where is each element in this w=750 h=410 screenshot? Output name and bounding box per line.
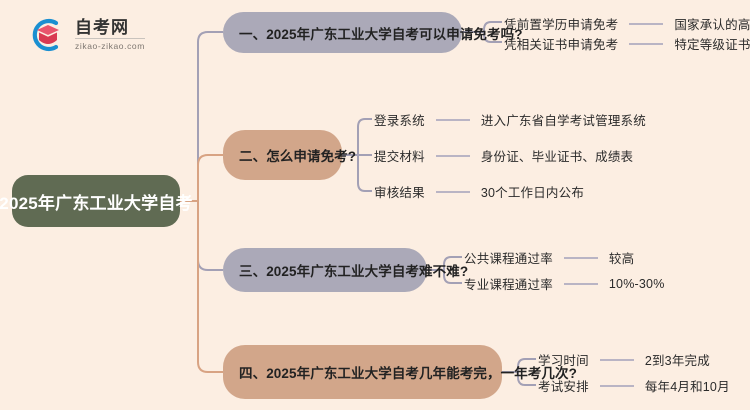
logo-name-en: zikao-zikao.com (75, 41, 145, 52)
sub-item-2-2-dash (435, 154, 470, 157)
sub-item-2-3-dash (435, 190, 470, 193)
sub-item-2-2[interactable]: 提交材料 身份证、毕业证书、成绩表 (374, 146, 633, 165)
sub-item-1-1[interactable]: 凭前置学历申请免考 国家承认的高等院校学历 (504, 14, 750, 33)
sub-item-4-1-value: 2到3年完成 (644, 354, 710, 368)
sub-item-3-1[interactable]: 公共课程通过率 较高 (464, 248, 634, 267)
sub-item-2-3-value: 30个工作日内公布 (480, 186, 585, 200)
sub-item-2-1[interactable]: 登录系统 进入广东省自学考试管理系统 (374, 110, 646, 129)
logo-text-block: 自考网 zikao-zikao.com (75, 19, 145, 51)
branch-node-1-label: 一、2025年广东工业大学自考可以申请免考吗? (239, 26, 523, 42)
sub-item-2-1-value: 进入广东省自学考试管理系统 (480, 114, 646, 128)
sub-item-3-2[interactable]: 专业课程通过率 10%-30% (464, 274, 665, 293)
sub-item-3-1-value: 较高 (608, 252, 635, 266)
sub-item-3-1-dash (563, 256, 598, 259)
sub-item-2-1-key: 登录系统 (374, 114, 425, 128)
sub-item-2-1-dash (435, 118, 470, 121)
sub-item-3-1-key: 公共课程通过率 (464, 252, 553, 266)
sub-item-2-2-key: 提交材料 (374, 150, 425, 164)
branch-node-1[interactable]: 一、2025年广东工业大学自考可以申请免考吗? (223, 12, 522, 53)
sub-item-4-2-key: 考试安排 (538, 380, 589, 394)
sub-item-1-2-value: 特定等级证书 (674, 38, 750, 52)
branch-node-3-label: 三、2025年广东工业大学自考难不难? (239, 264, 469, 279)
sub-item-1-2[interactable]: 凭相关证书申请免考 特定等级证书 (504, 34, 750, 53)
branch-node-2[interactable]: 二、怎么申请免考? (223, 130, 356, 180)
zikao-logo-icon (26, 14, 68, 56)
sub-item-1-2-key: 凭相关证书申请免考 (504, 38, 619, 52)
sub-item-3-2-key: 专业课程通过率 (464, 278, 553, 292)
sub-item-4-2-dash (599, 384, 634, 387)
sub-item-4-2-value: 每年4月和10月 (644, 380, 730, 394)
branch-node-4[interactable]: 四、2025年广东工业大学自考几年能考完，一年考几次? (223, 345, 577, 399)
sub-item-4-1[interactable]: 学习时间 2到3年完成 (538, 350, 710, 369)
sub-item-2-2-value: 身份证、毕业证书、成绩表 (480, 150, 634, 164)
sub-item-1-1-value: 国家承认的高等院校学历 (674, 18, 750, 32)
root-node[interactable]: 2025年广东工业大学自考 (0, 175, 193, 227)
logo-name-cn: 自考网 (75, 19, 145, 40)
sub-item-3-2-value: 10%-30% (608, 276, 665, 291)
root-node-label: 2025年广东工业大学自考 (0, 193, 193, 213)
sub-item-4-1-key: 学习时间 (538, 354, 589, 368)
branch-node-3[interactable]: 三、2025年广东工业大学自考难不难? (223, 248, 468, 292)
sub-item-1-1-dash (629, 22, 664, 25)
sub-item-4-1-dash (599, 358, 634, 361)
branch-node-4-label: 四、2025年广东工业大学自考几年能考完，一年考几次? (239, 366, 577, 381)
site-logo: 自考网 zikao-zikao.com (26, 14, 145, 56)
sub-item-2-3[interactable]: 审核结果 30个工作日内公布 (374, 182, 584, 201)
sub-item-4-2[interactable]: 考试安排 每年4月和10月 (538, 376, 730, 395)
sub-item-3-2-dash (563, 282, 598, 285)
sub-item-1-1-key: 凭前置学历申请免考 (504, 18, 619, 32)
sub-item-1-2-dash (629, 42, 664, 45)
branch-node-2-label: 二、怎么申请免考? (239, 149, 357, 164)
sub-item-2-3-key: 审核结果 (374, 186, 425, 200)
